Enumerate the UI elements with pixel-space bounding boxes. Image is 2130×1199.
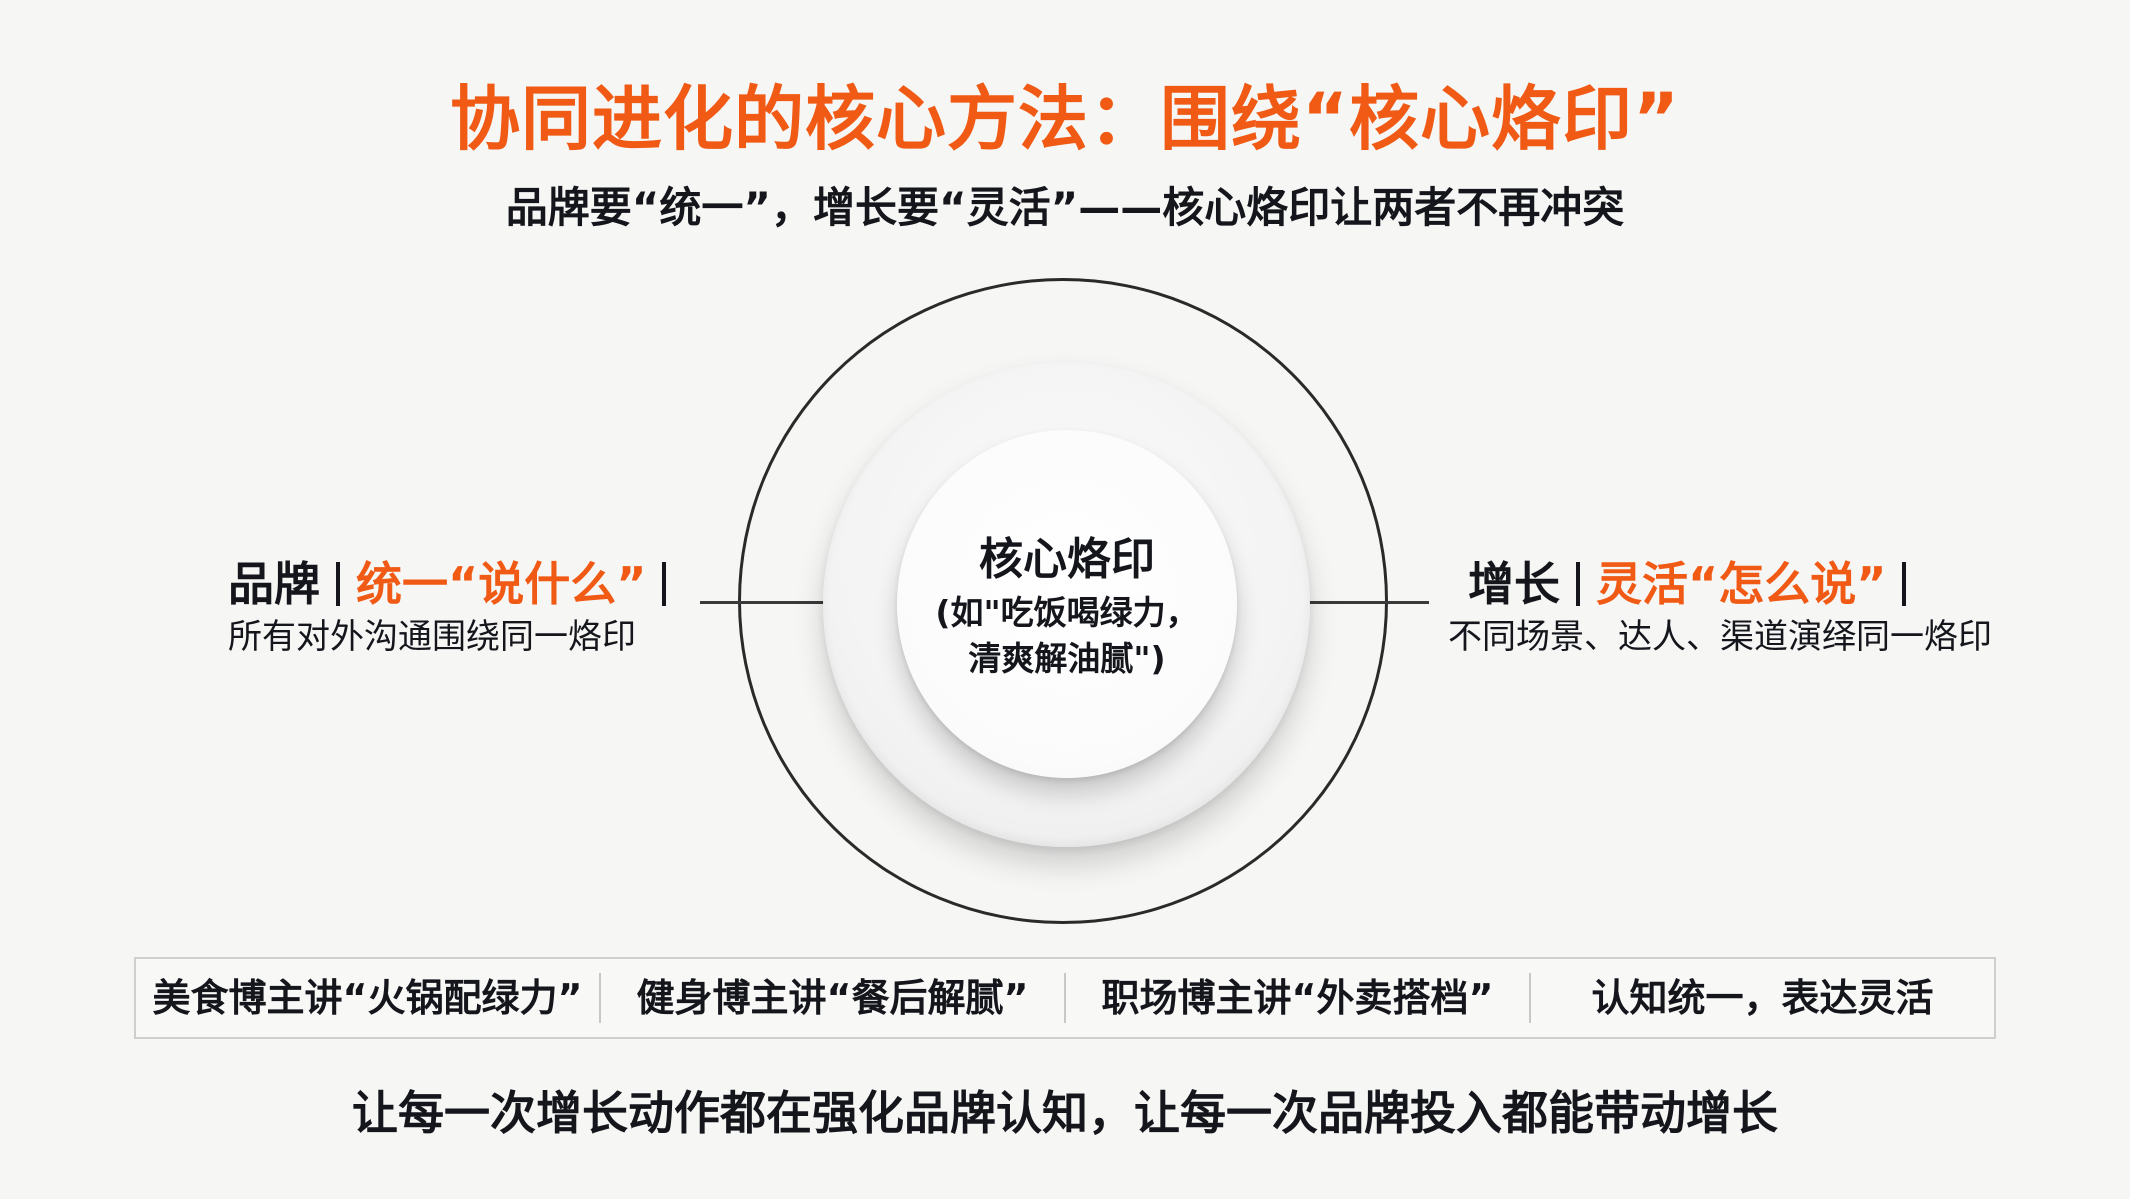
growth-accent: 灵活“怎么说” xyxy=(1596,557,1887,611)
brand-key: 品牌 xyxy=(228,557,320,611)
example-item: 美食博主讲“火锅配绿力” xyxy=(152,976,583,1020)
conclusion-text: 让每一次增长动作都在强化品牌认知，让每一次品牌投入都能带动增长 xyxy=(352,1086,1778,1140)
divider xyxy=(1064,973,1066,1023)
divider xyxy=(599,973,601,1023)
growth-key: 增长 xyxy=(1468,557,1560,611)
growth-description: 不同场景、达人、渠道演绎同一烙印 xyxy=(1448,617,1992,657)
example-item: 职场博主讲“外卖搭档” xyxy=(1101,976,1494,1020)
separator-bar xyxy=(336,562,340,606)
brand-heading: 品牌 统一“说什么” xyxy=(228,554,682,614)
separator-bar xyxy=(1576,562,1580,606)
example-item: 健身博主讲“餐后解腻” xyxy=(636,976,1029,1020)
page-subtitle: 品牌要“统一”，增长要“灵活”——核心烙印让两者不再冲突 xyxy=(505,183,1625,232)
core-imprint-example-line2: 清爽解油腻") xyxy=(968,639,1166,678)
growth-block: 增长 灵活“怎么说” 不同场景、达人、渠道演绎同一烙印 xyxy=(1448,554,1992,660)
core-imprint-title: 核心烙印 xyxy=(979,534,1155,585)
inner-plate xyxy=(897,430,1237,778)
right-connector-line xyxy=(1241,601,1429,604)
growth-heading: 增长 灵活“怎么说” xyxy=(1468,554,1992,614)
examples-box: 美食博主讲“火锅配绿力” 健身博主讲“餐后解腻” 职场博主讲“外卖搭档” 认知统… xyxy=(134,957,1996,1039)
brand-accent: 统一“说什么” xyxy=(356,557,647,611)
brand-description: 所有对外沟通围绕同一烙印 xyxy=(228,617,636,657)
core-imprint-example-line1: (如"吃饭喝绿力， xyxy=(935,593,1199,632)
page-title: 协同进化的核心方法：围绕“核心烙印” xyxy=(449,78,1680,160)
separator-bar xyxy=(662,562,667,606)
example-summary: 认知统一，表达灵活 xyxy=(1591,976,1934,1020)
separator-bar xyxy=(1902,562,1907,606)
brand-block: 品牌 统一“说什么” 所有对外沟通围绕同一烙印 xyxy=(228,554,682,660)
core-imprint-label: 核心烙印 (如"吃饭喝绿力， 清爽解油腻") xyxy=(897,530,1237,682)
left-connector-line xyxy=(700,601,892,604)
divider xyxy=(1529,973,1531,1023)
